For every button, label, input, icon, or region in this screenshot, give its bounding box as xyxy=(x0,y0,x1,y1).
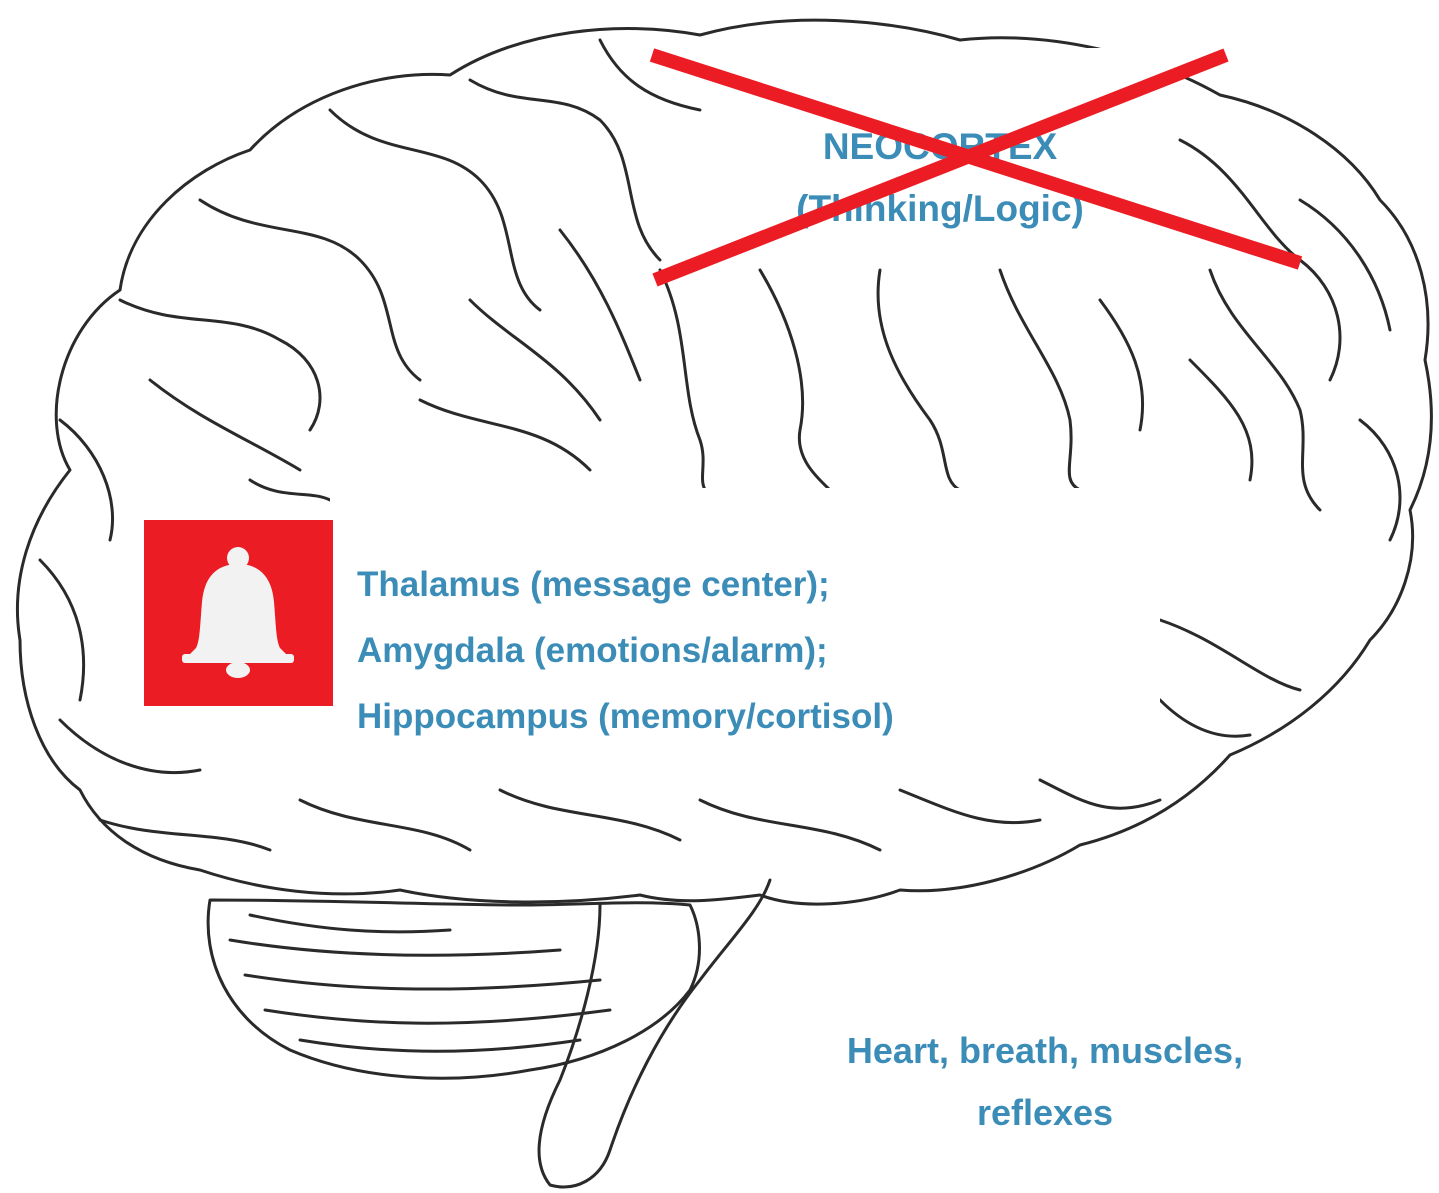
brainstem-label: Heart, breath, muscles, reflexes xyxy=(735,1020,1355,1144)
neocortex-label: NEOCORTEX (Thinking/Logic) xyxy=(708,116,1172,240)
brainstem-line-2: reflexes xyxy=(735,1082,1355,1144)
alarm-tile xyxy=(144,520,333,706)
hippocampus-label: Hippocampus (memory/cortisol) xyxy=(357,684,894,750)
limbic-label: Thalamus (message center); Amygdala (emo… xyxy=(357,552,894,750)
bell-icon xyxy=(144,520,333,706)
neocortex-label-box: NEOCORTEX (Thinking/Logic) xyxy=(708,48,1172,262)
brainstem-line-1: Heart, breath, muscles, xyxy=(735,1020,1355,1082)
thalamus-label: Thalamus (message center); xyxy=(357,552,894,618)
brainstem-label-box: Heart, breath, muscles, reflexes xyxy=(735,945,1355,1193)
neocortex-subtitle: (Thinking/Logic) xyxy=(708,178,1172,240)
limbic-label-box: Thalamus (message center); Amygdala (emo… xyxy=(330,488,1160,773)
amygdala-label: Amygdala (emotions/alarm); xyxy=(357,618,894,684)
neocortex-title: NEOCORTEX xyxy=(708,116,1172,178)
